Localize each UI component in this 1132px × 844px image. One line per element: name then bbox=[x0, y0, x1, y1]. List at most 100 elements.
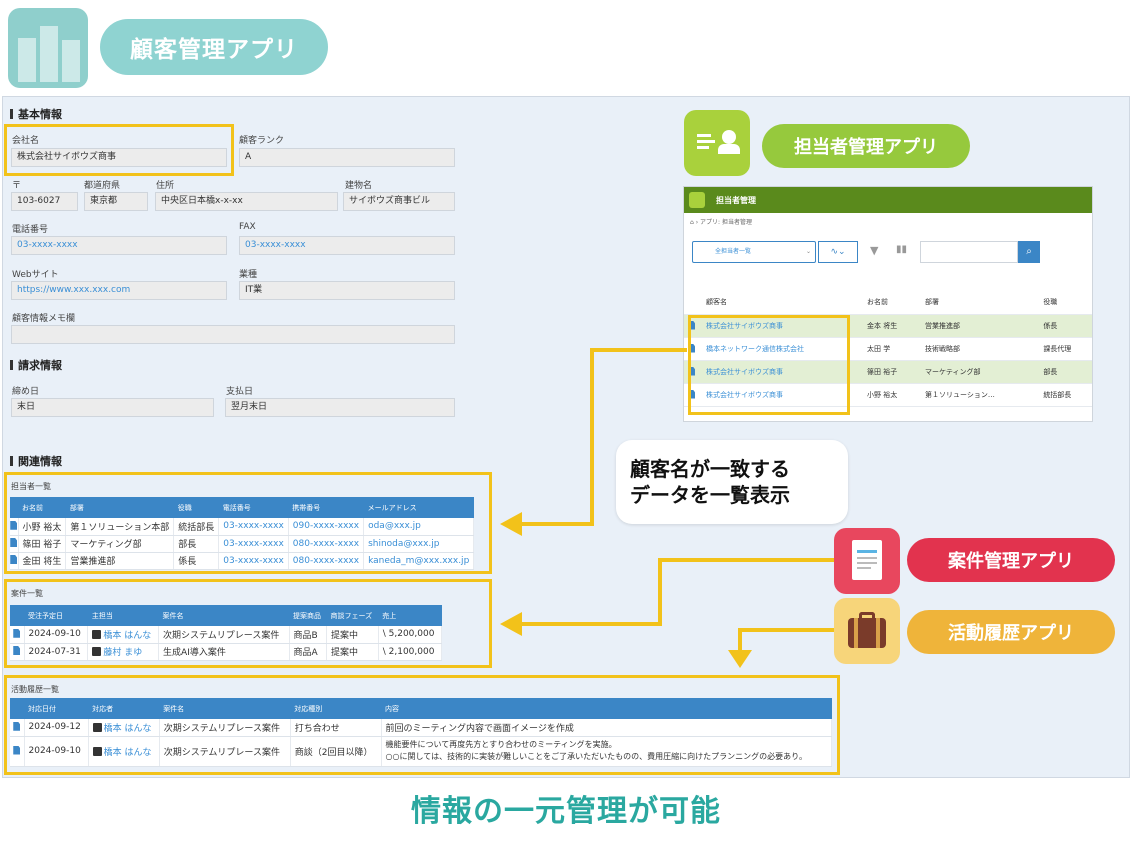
customer-app-icon bbox=[8, 8, 88, 88]
record-icon[interactable] bbox=[13, 721, 21, 731]
contacts-col-email: メールアドレス bbox=[363, 497, 474, 518]
record-icon[interactable] bbox=[13, 646, 21, 655]
rank-label: 顧客ランク bbox=[239, 136, 285, 146]
record-icon[interactable] bbox=[10, 520, 18, 530]
industry-field[interactable]: IT業 bbox=[239, 281, 455, 300]
search-input[interactable] bbox=[920, 241, 1018, 263]
fax-label: FAX bbox=[239, 222, 256, 232]
company-highlight bbox=[4, 124, 234, 176]
chart-icon[interactable]: ▮▮ bbox=[896, 244, 908, 255]
activities-col-person: 対応者 bbox=[88, 698, 160, 719]
table-row[interactable]: 株式会社サイボウズ商事 小野 裕太 第１ソリューション… 統括部長 bbox=[684, 383, 1092, 407]
home-icon[interactable]: ⌂ bbox=[690, 219, 694, 226]
record-icon[interactable] bbox=[13, 745, 21, 755]
deals-highlight bbox=[4, 579, 492, 668]
search-button[interactable]: ⌕ bbox=[1018, 241, 1040, 263]
web-label: Webサイト bbox=[12, 270, 59, 280]
contacts-col-title: 役職 bbox=[173, 497, 219, 518]
company-field[interactable]: 株式会社サイボウズ商事 bbox=[11, 148, 227, 167]
record-icon[interactable] bbox=[688, 320, 695, 330]
graph-button[interactable]: ∿⌄ bbox=[818, 241, 858, 263]
table-row[interactable]: 篠田 裕子 マーケティング部 部長 03-xxxx-xxxx 080-xxxx-… bbox=[10, 535, 475, 553]
zip-field[interactable]: 103-6027 bbox=[11, 192, 78, 211]
record-icon[interactable] bbox=[10, 555, 18, 564]
col-title: 役職 bbox=[1039, 291, 1092, 315]
rank-field[interactable]: A bbox=[239, 148, 455, 167]
contacts-col-mobile: 携帯番号 bbox=[288, 497, 364, 518]
contacts-col-dept: 部署 bbox=[65, 497, 174, 518]
table-row[interactable]: 2024-07-31 藤村 まゆ 生成AI導入案件 商品A 提案中 \ 2,10… bbox=[10, 643, 443, 661]
user-icon bbox=[92, 722, 102, 732]
user-icon bbox=[92, 629, 102, 639]
activities-highlight bbox=[4, 675, 840, 775]
web-field[interactable]: https://www.xxx.xxx.com bbox=[11, 281, 227, 300]
app-icon bbox=[689, 192, 705, 208]
deals-table: 受注予定日 主担当 案件名 提案商品 商談フェーズ 売上 2024-09-10 … bbox=[10, 605, 443, 661]
callout-bubble: 顧客名が一致する データを一覧表示 bbox=[616, 440, 848, 524]
tel-field[interactable]: 03-xxxx-xxxx bbox=[11, 236, 227, 255]
contact-arrow-head bbox=[500, 512, 522, 536]
table-row[interactable]: 金田 将生 営業推進部 係長 03-xxxx-xxxx 080-xxxx-xxx… bbox=[10, 552, 475, 570]
table-row[interactable]: 2024-09-12 橋本 はんな 次期システムリプレース案件 打ち合わせ 前回… bbox=[10, 719, 833, 737]
pay-field[interactable]: 翌月末日 bbox=[225, 398, 455, 417]
table-row[interactable]: 株式会社サイボウズ商事 金本 将生 営業推進部 係長 bbox=[684, 314, 1092, 338]
pref-field[interactable]: 東京都 bbox=[84, 192, 148, 211]
pref-label: 都道府県 bbox=[84, 181, 121, 191]
deals-col-owner: 主担当 bbox=[87, 605, 159, 626]
activity-arrow-head bbox=[728, 650, 752, 668]
customer-name-highlight bbox=[688, 315, 850, 415]
table-row[interactable]: 小野 裕太 第１ソリューション本部 統括部長 03-xxxx-xxxx 090-… bbox=[10, 518, 475, 536]
record-icon[interactable] bbox=[13, 628, 21, 638]
pay-label: 支払日 bbox=[226, 387, 254, 397]
activity-arrow-line bbox=[738, 628, 834, 650]
bldg-label: 建物名 bbox=[345, 181, 373, 191]
record-icon[interactable] bbox=[688, 343, 695, 353]
customer-app-title: 顧客管理アプリ bbox=[100, 19, 328, 75]
col-customer: 顧客名 bbox=[702, 291, 863, 315]
close-label: 締め日 bbox=[12, 387, 40, 397]
contacts-highlight bbox=[4, 472, 492, 574]
activity-app-title: 活動履歴アプリ bbox=[907, 610, 1115, 654]
company-label: 会社名 bbox=[12, 136, 40, 146]
zip-label: 〒 bbox=[12, 181, 22, 191]
close-field[interactable]: 末日 bbox=[11, 398, 214, 417]
record-icon[interactable] bbox=[688, 389, 695, 399]
record-icon[interactable] bbox=[688, 366, 695, 376]
bldg-field[interactable]: サイボウズ商事ビル bbox=[343, 192, 455, 211]
view-select[interactable]: 全担当者一覧 ⌄ bbox=[692, 241, 816, 263]
basic-info-heading: 基本情報 bbox=[10, 106, 62, 122]
contact-app-title: 担当者管理アプリ bbox=[762, 124, 970, 168]
user-icon bbox=[92, 647, 102, 656]
table-row[interactable]: 橋本ネットワーク通信株式会社 太田 学 技術戦略部 課長代理 bbox=[684, 337, 1092, 361]
activities-col-content: 内容 bbox=[381, 698, 832, 719]
user-icon bbox=[92, 746, 102, 756]
related-heading: 関連情報 bbox=[10, 453, 62, 469]
breadcrumb[interactable]: ⌂ › アプリ: 担当者管理 bbox=[690, 219, 752, 226]
contact-app-header: 担当者管理 bbox=[684, 187, 1092, 213]
deals-col-sales: 売上 bbox=[378, 605, 442, 626]
addr-field[interactable]: 中央区日本橋x-x-xx bbox=[155, 192, 338, 211]
table-row[interactable]: 2024-09-10 橋本 はんな 次期システムリプレース案件 商品B 提案中 … bbox=[10, 626, 443, 644]
activities-col-deal: 案件名 bbox=[159, 698, 291, 719]
table-row[interactable]: 株式会社サイボウズ商事 篠田 裕子 マーケティング部 部長 bbox=[684, 360, 1092, 384]
deal-arrow-head bbox=[500, 612, 522, 636]
filter-icon[interactable]: ▼ bbox=[870, 244, 879, 257]
record-icon[interactable] bbox=[10, 538, 18, 547]
deal-arrow-line bbox=[520, 558, 834, 626]
chevron-down-icon: ⌄ bbox=[805, 248, 811, 255]
memo-field[interactable] bbox=[11, 325, 455, 344]
col-dept: 部署 bbox=[921, 291, 1040, 315]
contact-app-icon bbox=[684, 110, 750, 176]
contacts-col-tel: 電話番号 bbox=[218, 497, 289, 518]
activities-col-type: 対応種別 bbox=[290, 698, 382, 719]
deals-col-phase: 商談フェーズ bbox=[326, 605, 379, 626]
table-row[interactable]: 2024-09-10 橋本 はんな 次期システムリプレース案件 商談（2回目以降… bbox=[10, 736, 833, 767]
contact-list-table: 顧客名 お名前 部署 役職 株式会社サイボウズ商事 金本 将生 営業推進部 係長… bbox=[684, 291, 1092, 407]
memo-label: 顧客情報メモ欄 bbox=[12, 314, 76, 324]
contacts-table: お名前 部署 役職 電話番号 携帯番号 メールアドレス 小野 裕太 第１ソリュー… bbox=[10, 497, 475, 570]
fax-field[interactable]: 03-xxxx-xxxx bbox=[239, 236, 455, 255]
addr-label: 住所 bbox=[156, 181, 175, 191]
industry-label: 業種 bbox=[239, 270, 258, 280]
deal-app-icon bbox=[834, 528, 900, 594]
